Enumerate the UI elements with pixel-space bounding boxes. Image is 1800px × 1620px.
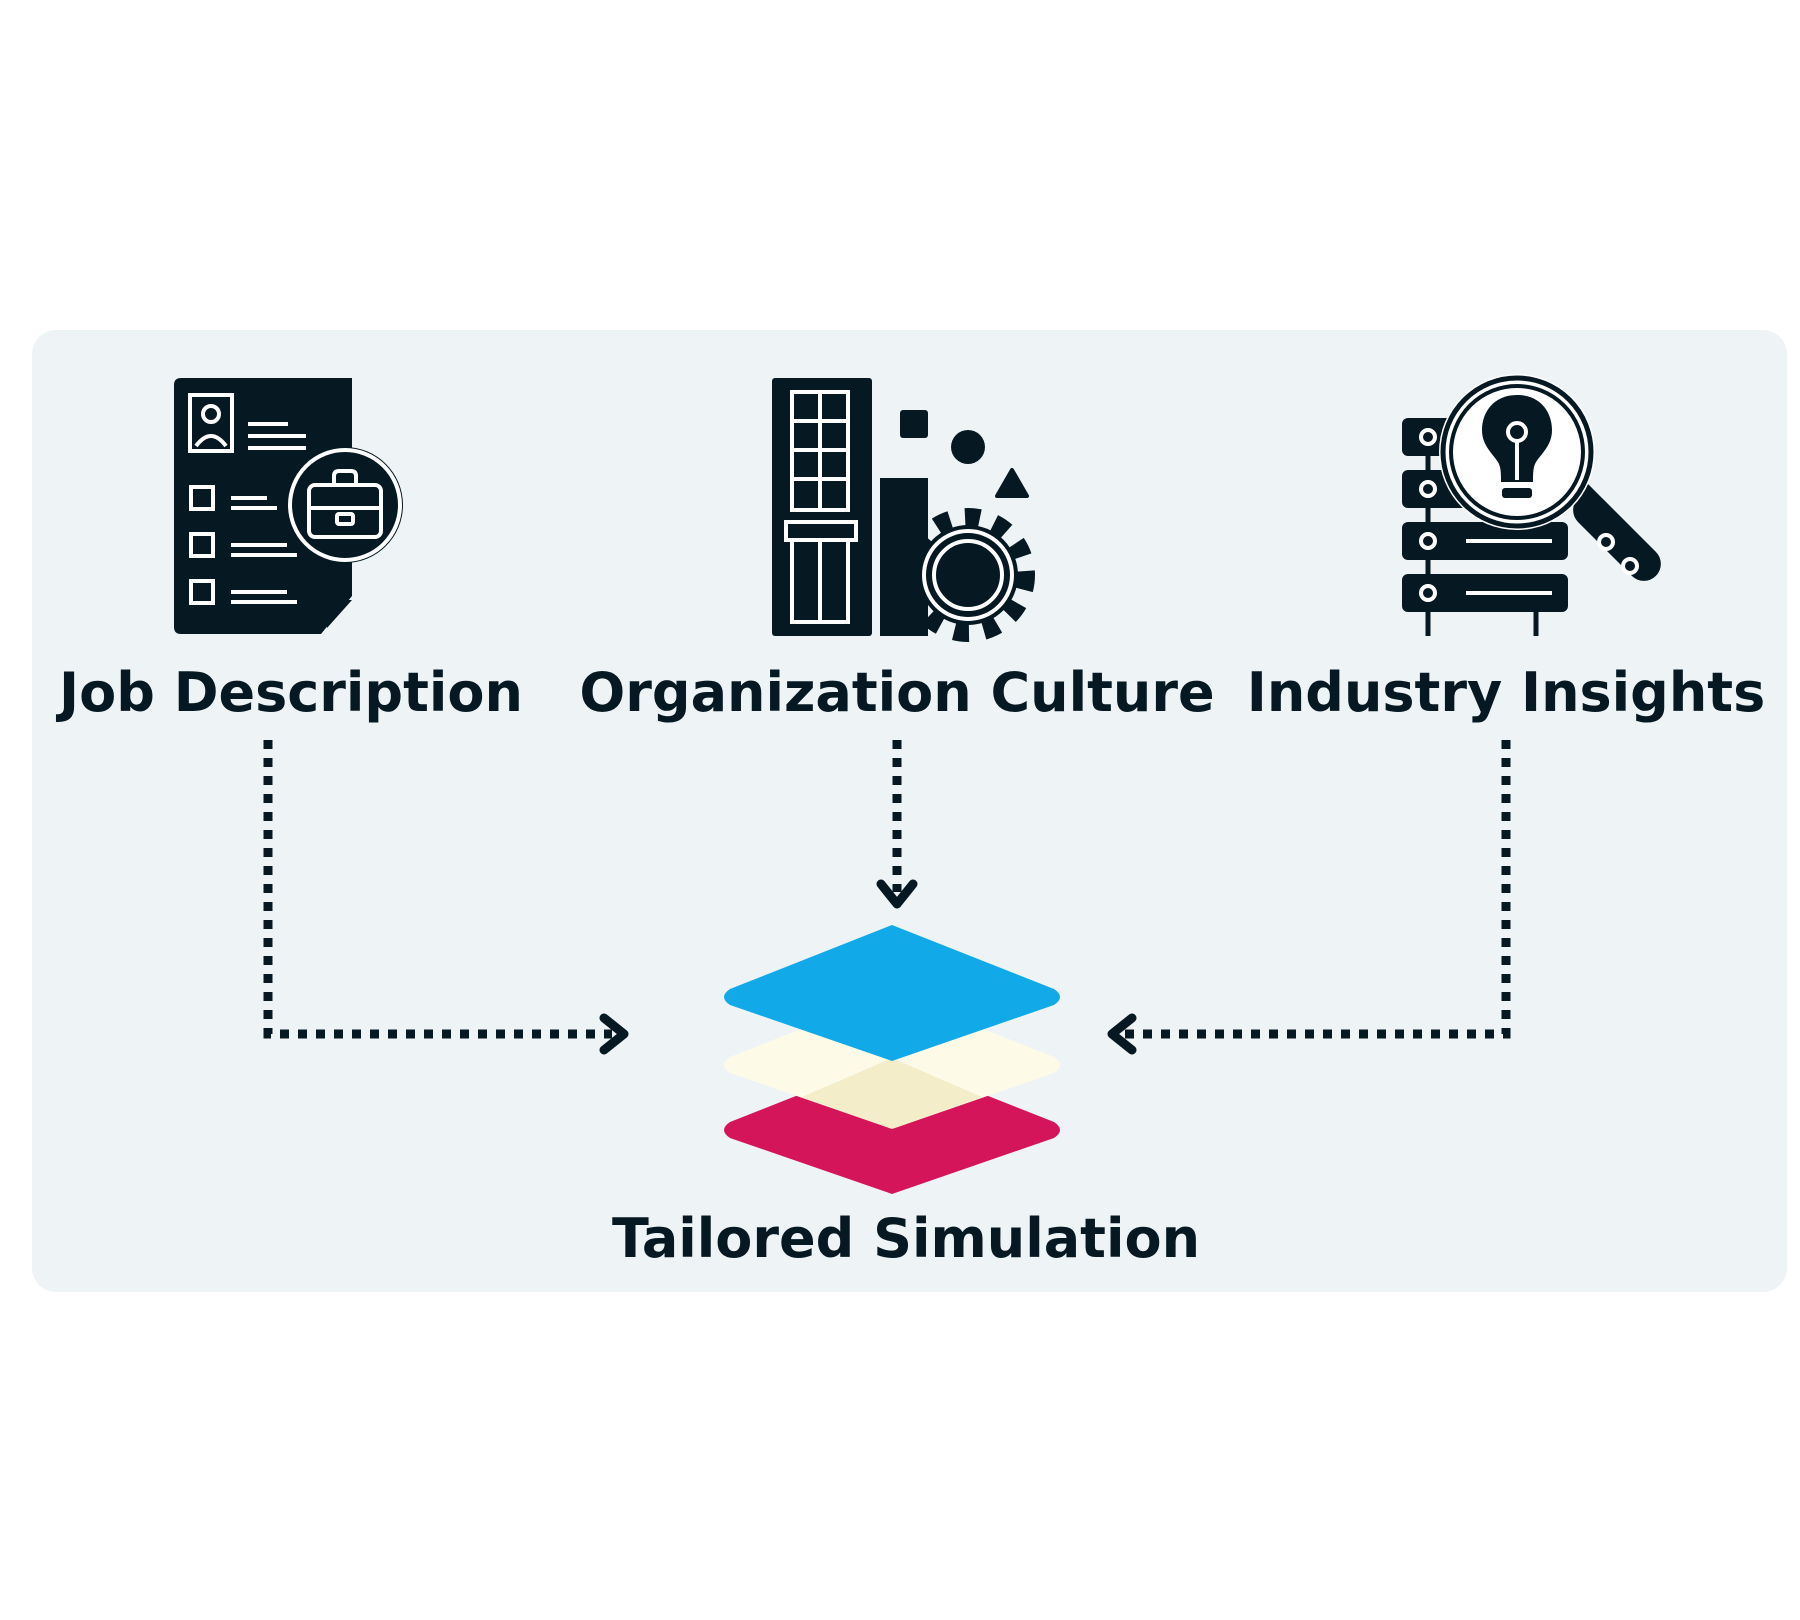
input-label-organization-culture: Organization Culture [579,661,1215,724]
arrowhead-right [599,1013,629,1055]
connector-organization-culture [876,740,918,909]
arrowhead-down [876,879,918,909]
panel-background [32,330,1787,1292]
arrowhead-left [1107,1013,1137,1055]
output-label-tailored-simulation: Tailored Simulation [611,1207,1201,1270]
input-label-job-description: Job Description [59,661,523,724]
connector-job-description [263,740,629,1055]
job-description-icon [174,378,403,634]
connector-industry-insights [1107,740,1511,1055]
organization-culture-icon [772,378,1035,642]
layer-top [724,925,1060,1061]
layers-stack-icon [724,925,1060,1194]
input-label-industry-insights: Industry Insights [1246,661,1766,724]
industry-insights-icon [1402,374,1661,636]
layer-overlap [802,1058,982,1129]
